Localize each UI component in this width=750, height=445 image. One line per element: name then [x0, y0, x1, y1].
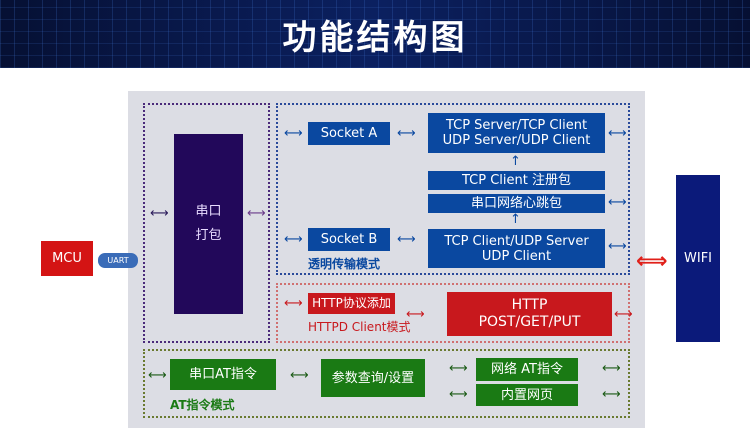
at-group [143, 349, 630, 418]
socket-b-block: Socket B [308, 228, 390, 251]
serial-at-block: 串口AT指令 [170, 359, 276, 390]
page-title: 功能结构图 [282, 18, 468, 58]
mcu-block: MCU [41, 241, 93, 276]
arrow-icon: ⟷ [247, 206, 266, 221]
header-banner [0, 0, 750, 68]
uart-arrow: UART [98, 253, 138, 268]
at-mode-label: AT指令模式 [170, 398, 235, 412]
wifi-arrow-icon: ⟺ [636, 249, 668, 274]
arrow-icon: ⟷ [608, 239, 627, 254]
arrow-icon: ⟷ [602, 361, 621, 376]
tcp-client-line2: UDP Client [481, 248, 552, 264]
serial-pack-block: 串口打包 [174, 134, 243, 314]
arrow-icon: ⟷ [614, 307, 633, 322]
arrow-icon: ⟷ [449, 387, 468, 402]
http-group [276, 283, 630, 343]
arrow-icon: ⟷ [449, 361, 468, 376]
arrow-icon: ⟷ [397, 232, 416, 247]
serial-group [143, 103, 270, 343]
register-packet-block: TCP Client 注册包 [428, 171, 605, 190]
arrow-icon: ⟷ [397, 126, 416, 141]
arrow-icon: ⟷ [608, 195, 627, 210]
tcp-client-line1: TCP Client/UDP Server [444, 233, 589, 249]
http-mode-label: HTTPD Client模式 [308, 320, 411, 334]
heartbeat-block: 串口网络心跳包 [428, 194, 605, 213]
transparent-mode-label: 透明传输模式 [308, 257, 381, 271]
up-arrow-icon: ↑ [510, 212, 521, 227]
arrow-icon: ⟷ [602, 387, 621, 402]
arrow-icon: ⟷ [406, 307, 425, 322]
http-methods-line2: POST/GET/PUT [478, 314, 581, 330]
tcp-server-line2: UDP Server/UDP Client [442, 133, 591, 148]
arrow-icon: ⟷ [290, 368, 309, 383]
arrow-icon: ⟷ [148, 368, 167, 383]
serial-pack-line2: 打包 [195, 228, 222, 243]
webpage-block: 内置网页 [476, 384, 578, 406]
socket-a-block: Socket A [308, 122, 390, 145]
arrow-icon: ⟷ [284, 232, 303, 247]
serial-pack-line1: 串口 [195, 204, 222, 219]
arrow-icon: ⟷ [608, 126, 627, 141]
http-add-block: HTTP协议添加 [308, 293, 395, 314]
up-arrow-icon: ↑ [510, 154, 521, 169]
http-methods-line1: HTTP [511, 297, 548, 313]
net-at-block: 网络 AT指令 [476, 358, 578, 381]
transparent-group [276, 103, 630, 275]
arrow-icon: ⟷ [284, 126, 303, 141]
tcp-server-line1: TCP Server/TCP Client [445, 118, 588, 133]
arrow-icon: ⟷ [150, 206, 169, 221]
param-block: 参数查询/设置 [321, 359, 425, 397]
arrow-icon: ⟷ [284, 296, 303, 311]
wifi-block: WIFI [676, 175, 720, 342]
